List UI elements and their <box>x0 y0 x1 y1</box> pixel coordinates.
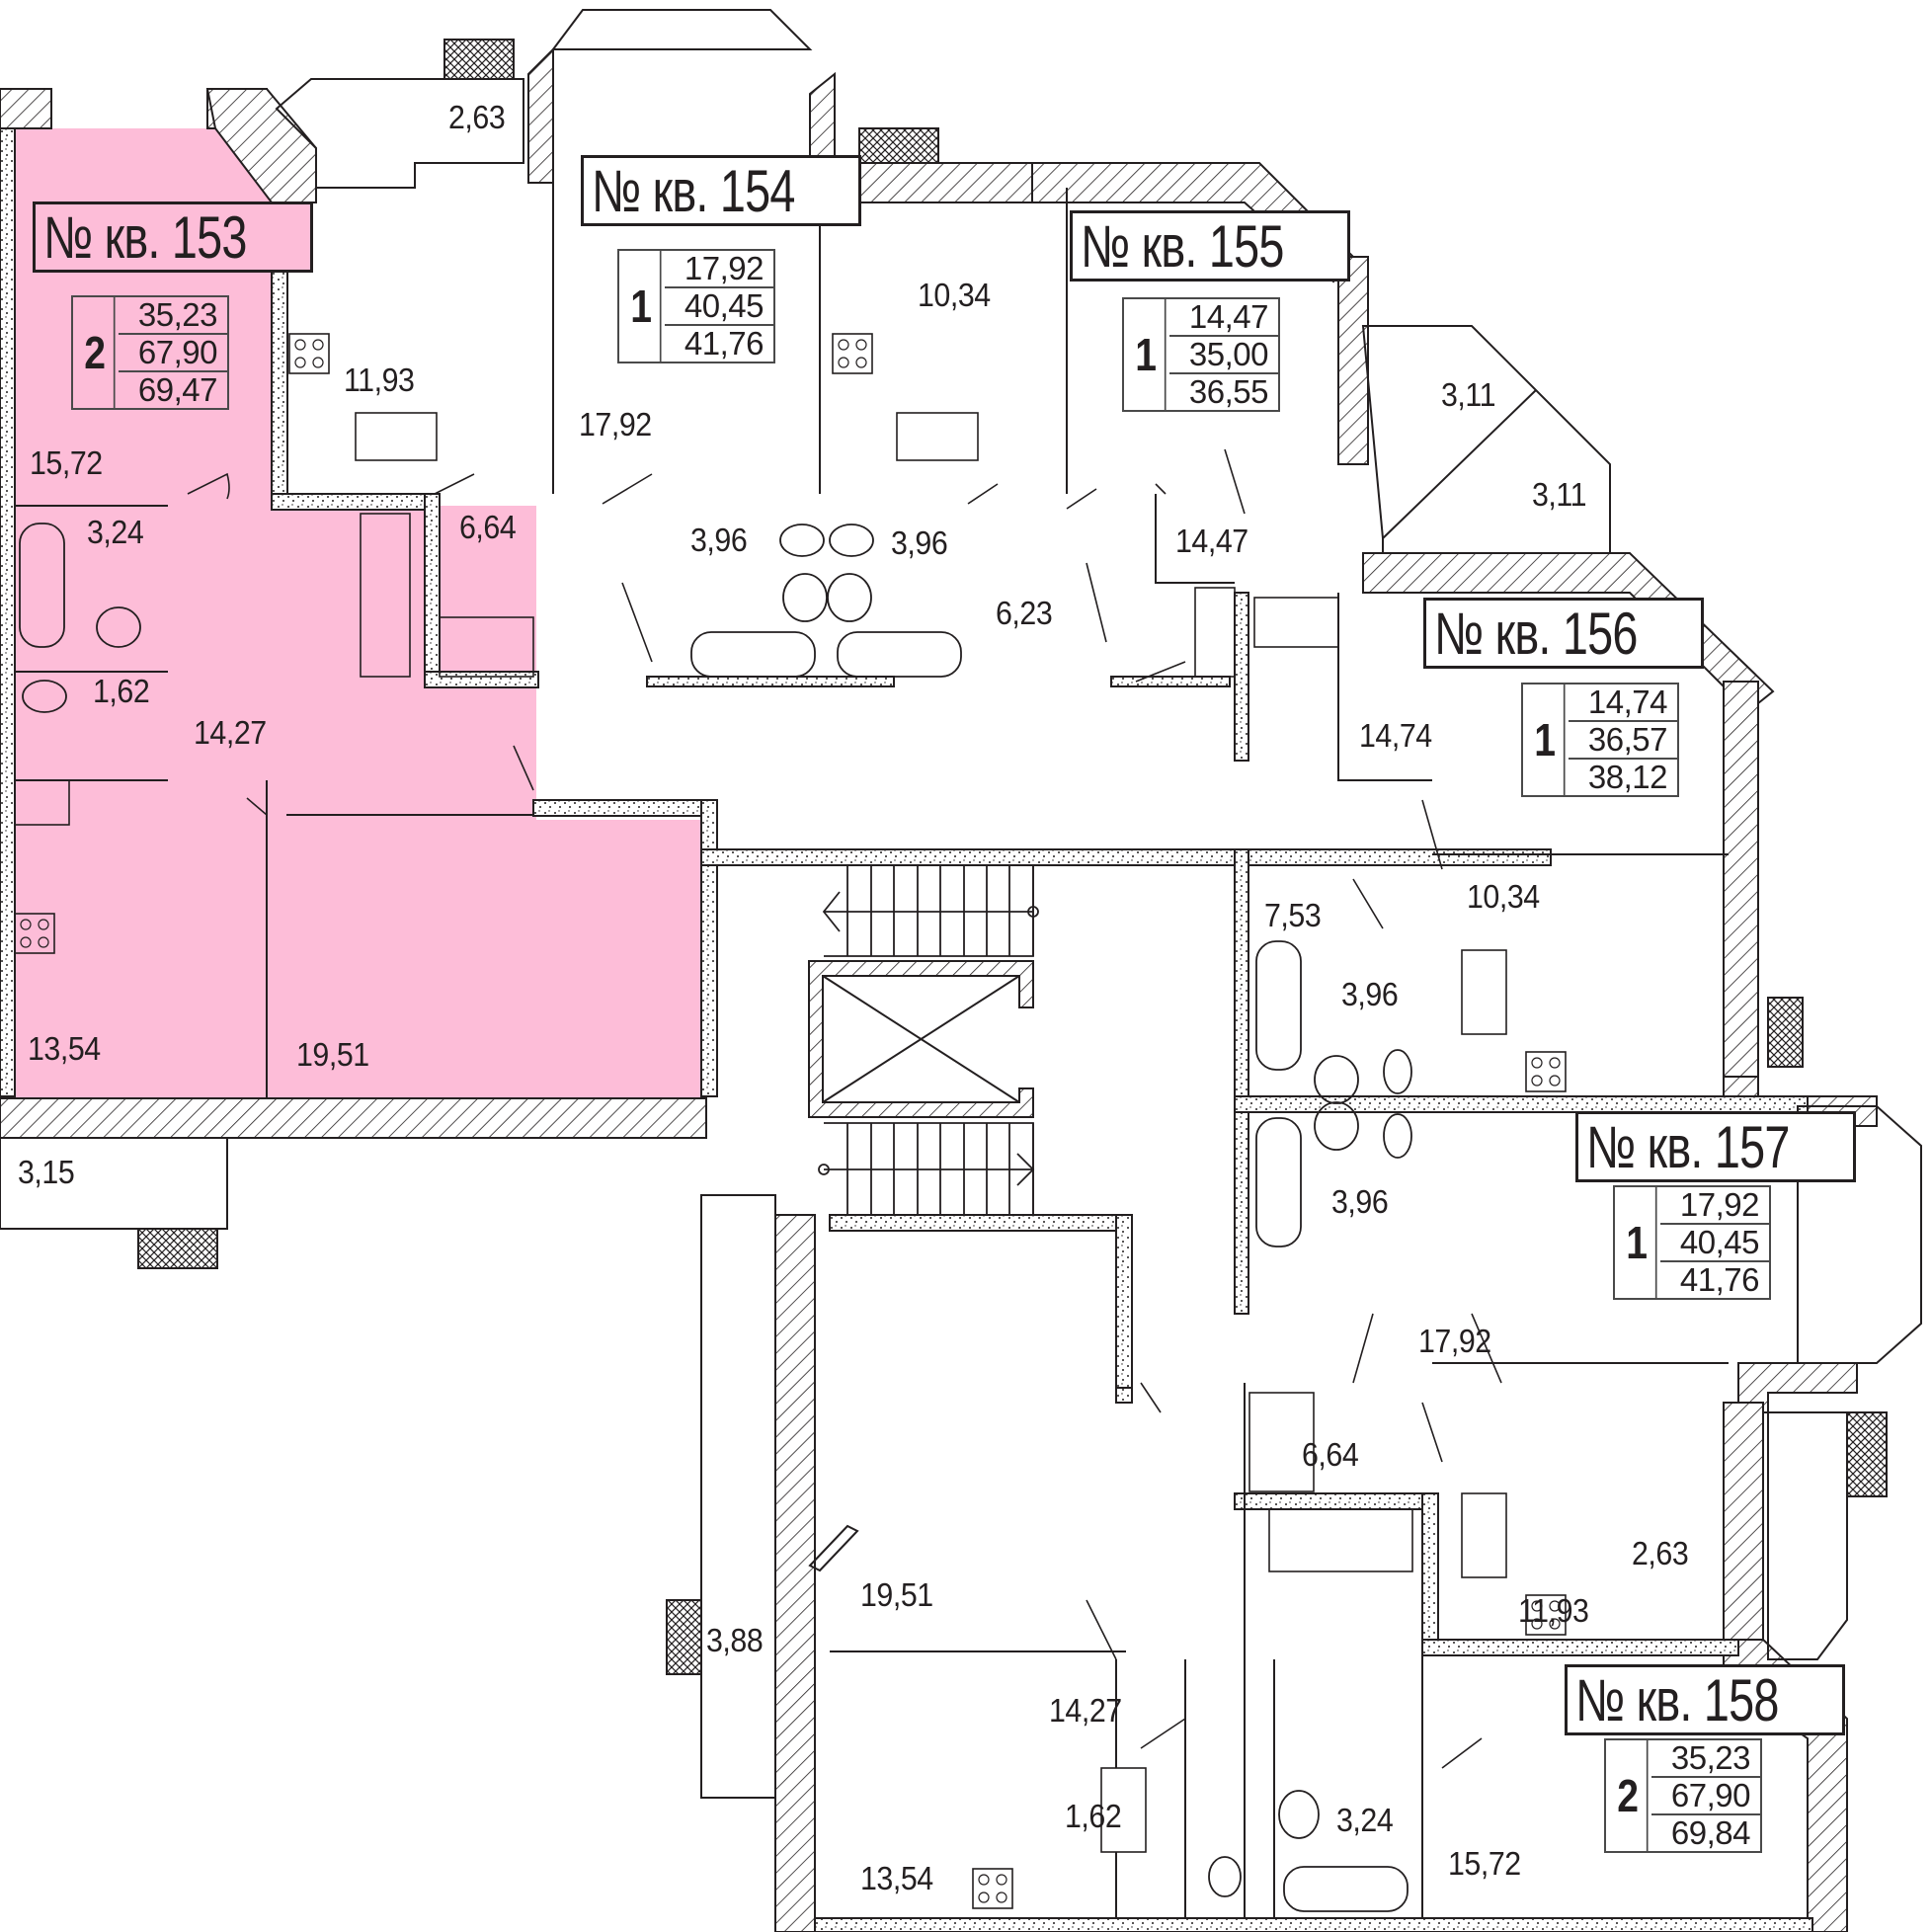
apt157-hall-area: 6,64 <box>1302 1436 1359 1473</box>
total-area-with-balcony: 38,12 <box>1587 759 1668 795</box>
apt157-kitchen-area: 11,93 <box>1518 1592 1589 1629</box>
apt153-hall-area: 14,27 <box>194 714 267 751</box>
total-area-with-balcony: 69,84 <box>1670 1814 1751 1851</box>
shaft-symbols <box>360 513 1413 1572</box>
door-swings <box>187 448 1502 1769</box>
room-count: 2 <box>1609 1740 1649 1851</box>
stove-burners <box>20 339 1561 1903</box>
apartment-153-summary: 2 35,23 67,90 69,47 <box>71 295 229 410</box>
apt157-bathroom-area: 3,96 <box>1331 1183 1389 1220</box>
partitions <box>15 119 1729 1918</box>
living-area: 17,92 <box>1660 1187 1769 1225</box>
total-area: 40,45 <box>1660 1225 1769 1262</box>
room-count: 1 <box>1127 299 1167 410</box>
exterior-walls <box>0 9 1878 1932</box>
balconies <box>0 39 1922 1799</box>
room-count: 1 <box>1526 684 1566 795</box>
apt157-room-area: 17,92 <box>1418 1323 1491 1359</box>
apt154-kitchen-area: 11,93 <box>344 362 415 398</box>
apt156-bathroom-area: 3,96 <box>1341 976 1399 1012</box>
apt155-kitchen-area: 10,34 <box>918 277 991 313</box>
total-area-with-balcony: 41,76 <box>684 325 765 362</box>
apt158-hall-area: 14,27 <box>1049 1692 1122 1729</box>
room-count: 2 <box>76 297 116 408</box>
apt153-kitchen-area: 13,54 <box>28 1030 101 1067</box>
total-area-with-balcony: 69,47 <box>137 371 218 408</box>
total-area: 36,57 <box>1569 722 1677 760</box>
living-area: 17,92 <box>665 251 773 288</box>
apartment-156-summary: 1 14,74 36,57 38,12 <box>1521 683 1679 797</box>
total-area-with-balcony: 41,76 <box>1679 1261 1760 1298</box>
apartment-153-title-text: № кв. 153 <box>43 204 247 271</box>
apt155-balcony-a-area: 3,11 <box>1441 376 1495 413</box>
total-area: 67,90 <box>119 335 227 372</box>
apt155-room-area: 14,47 <box>1175 523 1248 559</box>
apartment-158-summary: 2 35,23 67,90 69,84 <box>1604 1738 1762 1853</box>
apt155-hall-area: 6,23 <box>996 595 1053 631</box>
living-area: 35,23 <box>1651 1740 1760 1778</box>
apt158-balcony-area: 3,88 <box>706 1622 764 1658</box>
apt158-toilet-area: 1,62 <box>1065 1798 1122 1834</box>
room-count: 1 <box>622 251 662 362</box>
apartment-153-highlight[interactable] <box>15 128 701 1098</box>
apt156-room-area: 14,74 <box>1359 717 1432 754</box>
apt158-room-right-area: 15,72 <box>1448 1845 1521 1882</box>
apartment-158-title-text: № кв. 158 <box>1575 1667 1779 1733</box>
apartment-157-title[interactable]: № кв. 157 <box>1575 1111 1856 1182</box>
staircase <box>818 865 1039 1215</box>
living-area: 35,23 <box>119 297 227 335</box>
apt155-bathroom-area: 3,96 <box>891 524 948 561</box>
apt154-room-area: 17,92 <box>579 406 652 443</box>
apartment-158-title[interactable]: № кв. 158 <box>1565 1664 1845 1735</box>
apt154-hall-area: 6,64 <box>459 509 517 545</box>
apt153-bathroom-area: 3,24 <box>87 514 144 550</box>
total-area-with-balcony: 36,55 <box>1188 373 1269 410</box>
apartment-155-title[interactable]: № кв. 155 <box>1070 210 1350 282</box>
plumbing-fixtures <box>19 523 1412 1912</box>
apt153-toilet-area: 1,62 <box>93 673 150 709</box>
interior-walls <box>0 127 1809 1656</box>
apartment-154-summary: 1 17,92 40,45 41,76 <box>617 249 775 363</box>
apt156-hall-area: 7,53 <box>1264 897 1322 933</box>
apt158-room-top-area: 19,51 <box>860 1576 933 1613</box>
apt155-balcony-b-area: 3,11 <box>1532 476 1586 513</box>
apartment-157-summary: 1 17,92 40,45 41,76 <box>1613 1185 1771 1300</box>
apt153-room-bottom-area: 19,51 <box>296 1036 369 1073</box>
apt158-kitchen-area: 13,54 <box>860 1860 933 1896</box>
apt158-bathroom-area: 3,24 <box>1336 1802 1394 1838</box>
apartment-156-title-text: № кв. 156 <box>1434 601 1638 667</box>
apt153-balcony-area: 3,15 <box>18 1154 75 1190</box>
room-count: 1 <box>1618 1187 1657 1298</box>
apt153-room-top-area: 15,72 <box>30 444 103 481</box>
kitchen-fixtures <box>14 333 1567 1909</box>
apartment-153-title[interactable]: № кв. 153 <box>33 201 313 273</box>
apartment-155-summary: 1 14,47 35,00 36,55 <box>1122 297 1280 412</box>
apt156-kitchen-area: 10,34 <box>1467 878 1540 915</box>
apartment-155-title-text: № кв. 155 <box>1081 213 1284 280</box>
living-area: 14,47 <box>1169 299 1278 337</box>
living-area: 14,74 <box>1569 684 1677 722</box>
apt157-balcony-area: 2,63 <box>1632 1535 1689 1571</box>
total-area: 40,45 <box>665 288 773 326</box>
apt154-balcony-area: 2,63 <box>448 99 506 135</box>
apartment-157-title-text: № кв. 157 <box>1586 1114 1790 1180</box>
elevator-shaft <box>808 960 1034 1118</box>
apartment-156-title[interactable]: № кв. 156 <box>1423 598 1704 669</box>
apt154-bathroom-area: 3,96 <box>690 522 748 558</box>
apartment-154-title-text: № кв. 154 <box>592 158 795 224</box>
apartment-154-title[interactable]: № кв. 154 <box>581 155 861 226</box>
total-area: 67,90 <box>1651 1778 1760 1815</box>
total-area: 35,00 <box>1169 337 1278 374</box>
